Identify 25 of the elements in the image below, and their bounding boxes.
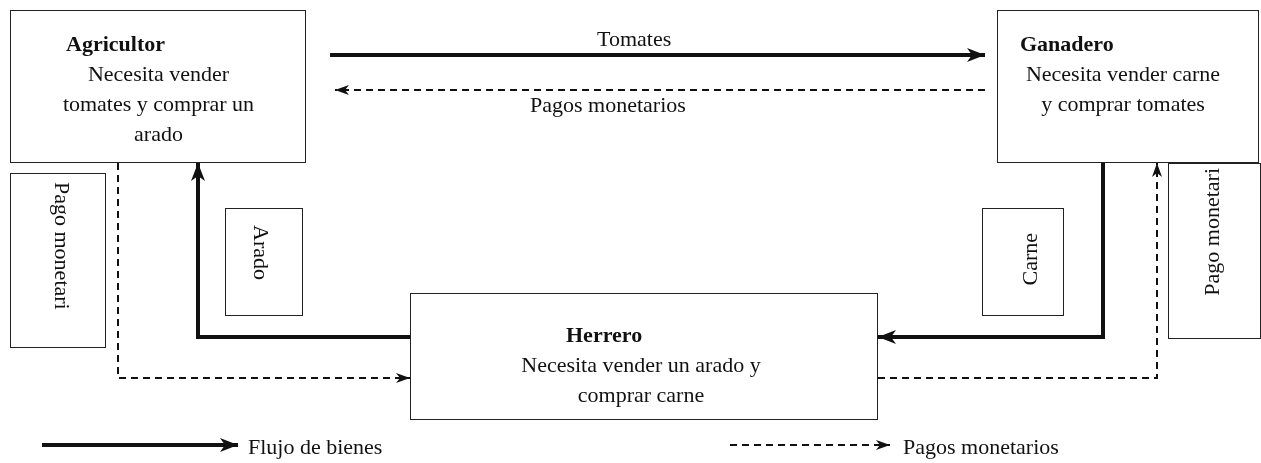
edge-label-text: Pago monetari [1199,168,1225,296]
process-box [10,10,306,163]
legend-text: Flujo de bienes [248,435,383,459]
label-box [982,208,1064,316]
arrow [877,162,1162,379]
node-title: Ganadero [1020,30,1115,58]
node-description: Necesita vender carne y comprar tomates [1024,60,1222,118]
process-box [410,293,878,420]
edge-label-text: Pago monetari [49,182,75,310]
label-box [1168,163,1261,339]
arrow [330,48,985,62]
edge-label-text: Carne [1017,233,1043,286]
process-box [997,10,1259,163]
node-title: Herrero [566,321,644,349]
edge-label-text: Arado [248,225,274,280]
node-description: Necesita vender tomates y comprar un arado [61,60,256,148]
arrow [191,163,410,339]
arrow [878,163,1105,344]
legend-text: Pagos monetarios [903,435,1059,459]
arrow [117,162,411,383]
node-title: Agricultor [66,30,166,58]
label-box [10,173,106,348]
node-description: Necesita vender un arado y comprar carne [520,351,762,409]
arrow [334,85,986,95]
label-box [225,208,303,316]
